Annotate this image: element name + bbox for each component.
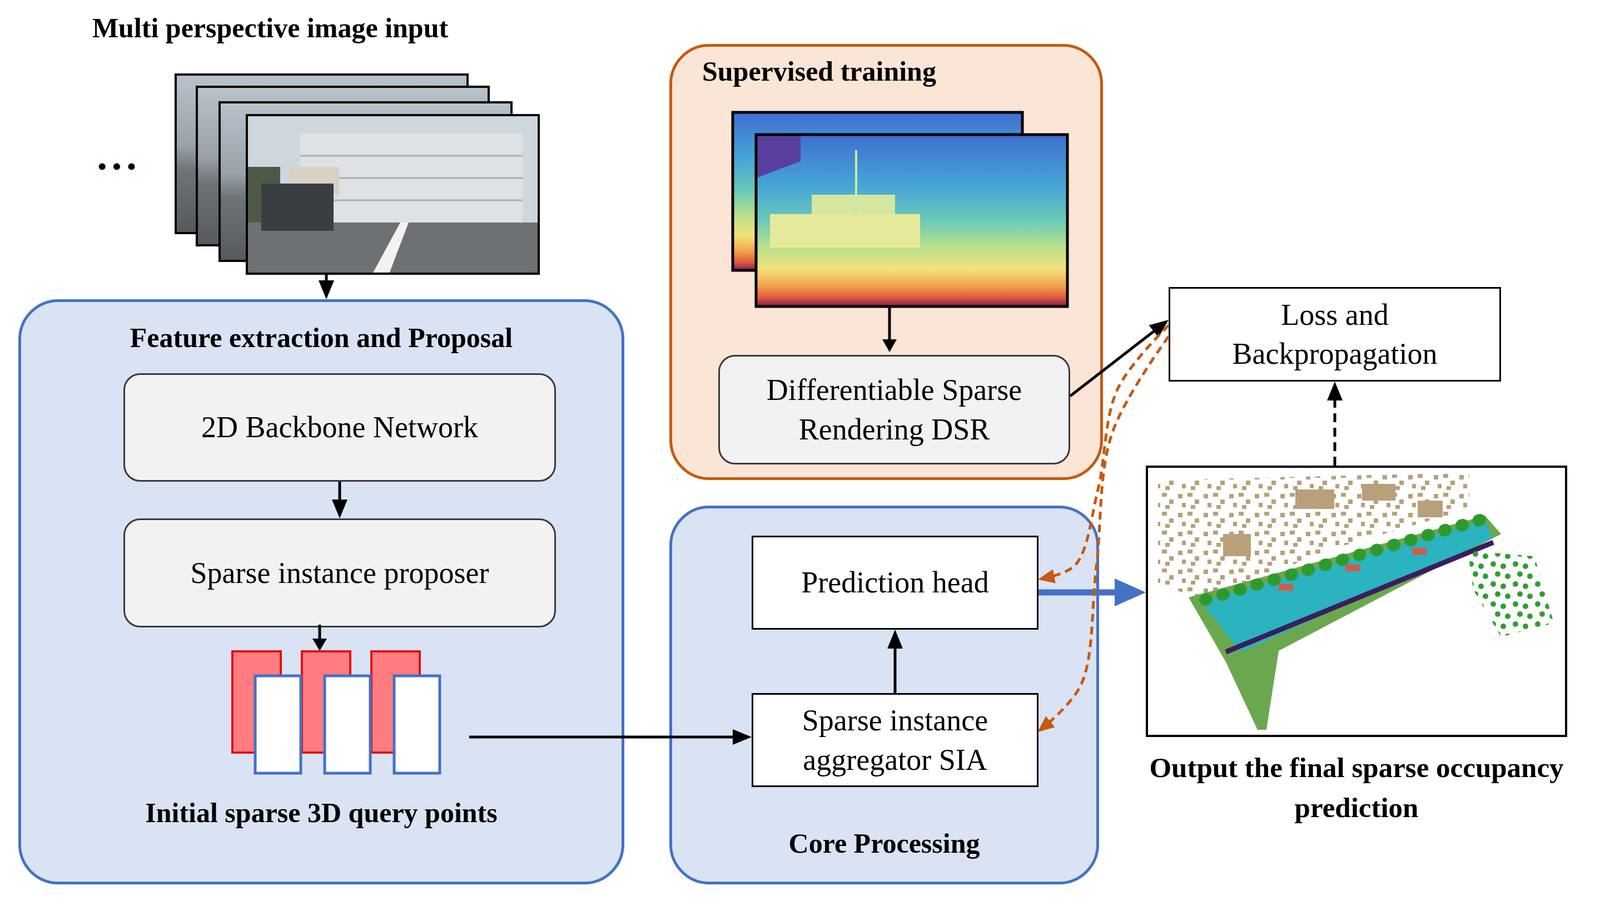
flow-connector bbox=[624, 735, 743, 739]
process-box: Loss and Backpropagation bbox=[1168, 286, 1502, 382]
module-container: Supervised trainingDifferentiable Sparse… bbox=[669, 43, 1103, 480]
query-point-icon bbox=[394, 675, 440, 773]
query-point-icon bbox=[255, 675, 301, 773]
module-container: Core Processing Prediction headSparse ins… bbox=[669, 505, 1100, 884]
depth-far-region bbox=[756, 134, 801, 178]
camera-building bbox=[300, 133, 523, 223]
occupancy-buildings bbox=[1158, 472, 1470, 601]
box-label: Loss and Backpropagation bbox=[1204, 295, 1466, 374]
process-box: Prediction head bbox=[751, 535, 1039, 630]
camera-road bbox=[246, 222, 539, 274]
group-heading: Multi perspective image input bbox=[20, 11, 521, 45]
occupancy-building bbox=[1417, 500, 1443, 518]
camera-image bbox=[219, 102, 512, 261]
image-caption: Output the final sparse occupancy predic… bbox=[1089, 747, 1600, 828]
flow-connector bbox=[325, 273, 329, 290]
group-heading: Core Processing bbox=[672, 826, 1097, 860]
occupancy-building bbox=[1223, 533, 1251, 556]
camera-sky bbox=[246, 115, 539, 274]
flow-connector bbox=[1044, 336, 1169, 727]
camera-image bbox=[196, 86, 489, 246]
flow-arrow-line bbox=[469, 735, 625, 739]
flow-connector bbox=[1046, 325, 1169, 578]
query-point-icon bbox=[232, 651, 281, 753]
occupancy-ground bbox=[1188, 515, 1502, 730]
building-window-row bbox=[300, 177, 523, 180]
occupancy-trees bbox=[1205, 518, 1486, 600]
process-box: Sparse instance proposer bbox=[123, 518, 556, 628]
occupancy-car bbox=[1278, 583, 1294, 591]
depth-map bbox=[732, 112, 1023, 271]
occupancy-building bbox=[1362, 483, 1396, 501]
flow-arrow-head bbox=[312, 638, 327, 651]
occupancy-car bbox=[1345, 564, 1360, 571]
process-box: Sparse instance aggregator SIA bbox=[751, 692, 1039, 787]
occupancy-curb bbox=[1225, 542, 1494, 652]
building-window-row bbox=[300, 155, 523, 157]
query-point-icon bbox=[371, 651, 420, 753]
query-point-icon bbox=[301, 651, 351, 753]
camera-trees bbox=[246, 166, 281, 223]
depth-map-frame bbox=[756, 134, 1068, 307]
box-label: 2D Backbone Network bbox=[134, 407, 545, 447]
group-heading: Supervised training bbox=[702, 54, 1092, 88]
process-box: 2D Backbone Network bbox=[123, 373, 556, 482]
occupancy-road bbox=[1200, 520, 1493, 652]
flow-connector bbox=[1070, 325, 1162, 396]
caption-text: Initial sparse 3D query points bbox=[21, 795, 622, 829]
depth-building bbox=[811, 194, 896, 217]
flow-arrow-head bbox=[882, 339, 897, 352]
camera-image-frame bbox=[246, 115, 539, 274]
flow-connector bbox=[893, 638, 897, 693]
depth-map bbox=[756, 134, 1068, 307]
occupancy-car bbox=[1412, 547, 1427, 555]
box-label: Sparse instance aggregator SIA bbox=[762, 700, 1028, 779]
box-label: Differentiable Sparse Rendering DSR bbox=[729, 370, 1060, 449]
building-window-row bbox=[300, 199, 523, 202]
flow-connector bbox=[1038, 589, 1131, 596]
box-label: Prediction head bbox=[762, 562, 1028, 602]
output-image: Output the final sparse occupancy predic… bbox=[1145, 465, 1568, 737]
query-point-icon bbox=[324, 675, 371, 773]
flow-connector bbox=[1333, 390, 1337, 466]
lane-marking bbox=[372, 222, 409, 274]
truck bbox=[261, 183, 334, 231]
depth-building bbox=[769, 214, 921, 248]
flow-arrow-line bbox=[318, 624, 322, 641]
box-label: Sparse instance proposer bbox=[134, 553, 545, 593]
truck-cargo bbox=[289, 166, 340, 195]
flow-connector bbox=[338, 481, 342, 509]
depth-lamp-post bbox=[855, 150, 858, 217]
flow-arrow-line bbox=[888, 306, 892, 342]
occupancy-building bbox=[1295, 489, 1335, 509]
group-heading: Feature extraction and Proposal bbox=[21, 320, 622, 355]
ellipsis-mark: • • • bbox=[83, 150, 151, 184]
camera-image bbox=[175, 74, 468, 233]
process-box: Differentiable Sparse Rendering DSR bbox=[718, 354, 1071, 465]
module-container: Feature extraction and ProposalInitial s… bbox=[18, 299, 625, 884]
image-stack: Multi perspective image input bbox=[175, 74, 539, 274]
occupancy-vegetation bbox=[1467, 550, 1554, 637]
